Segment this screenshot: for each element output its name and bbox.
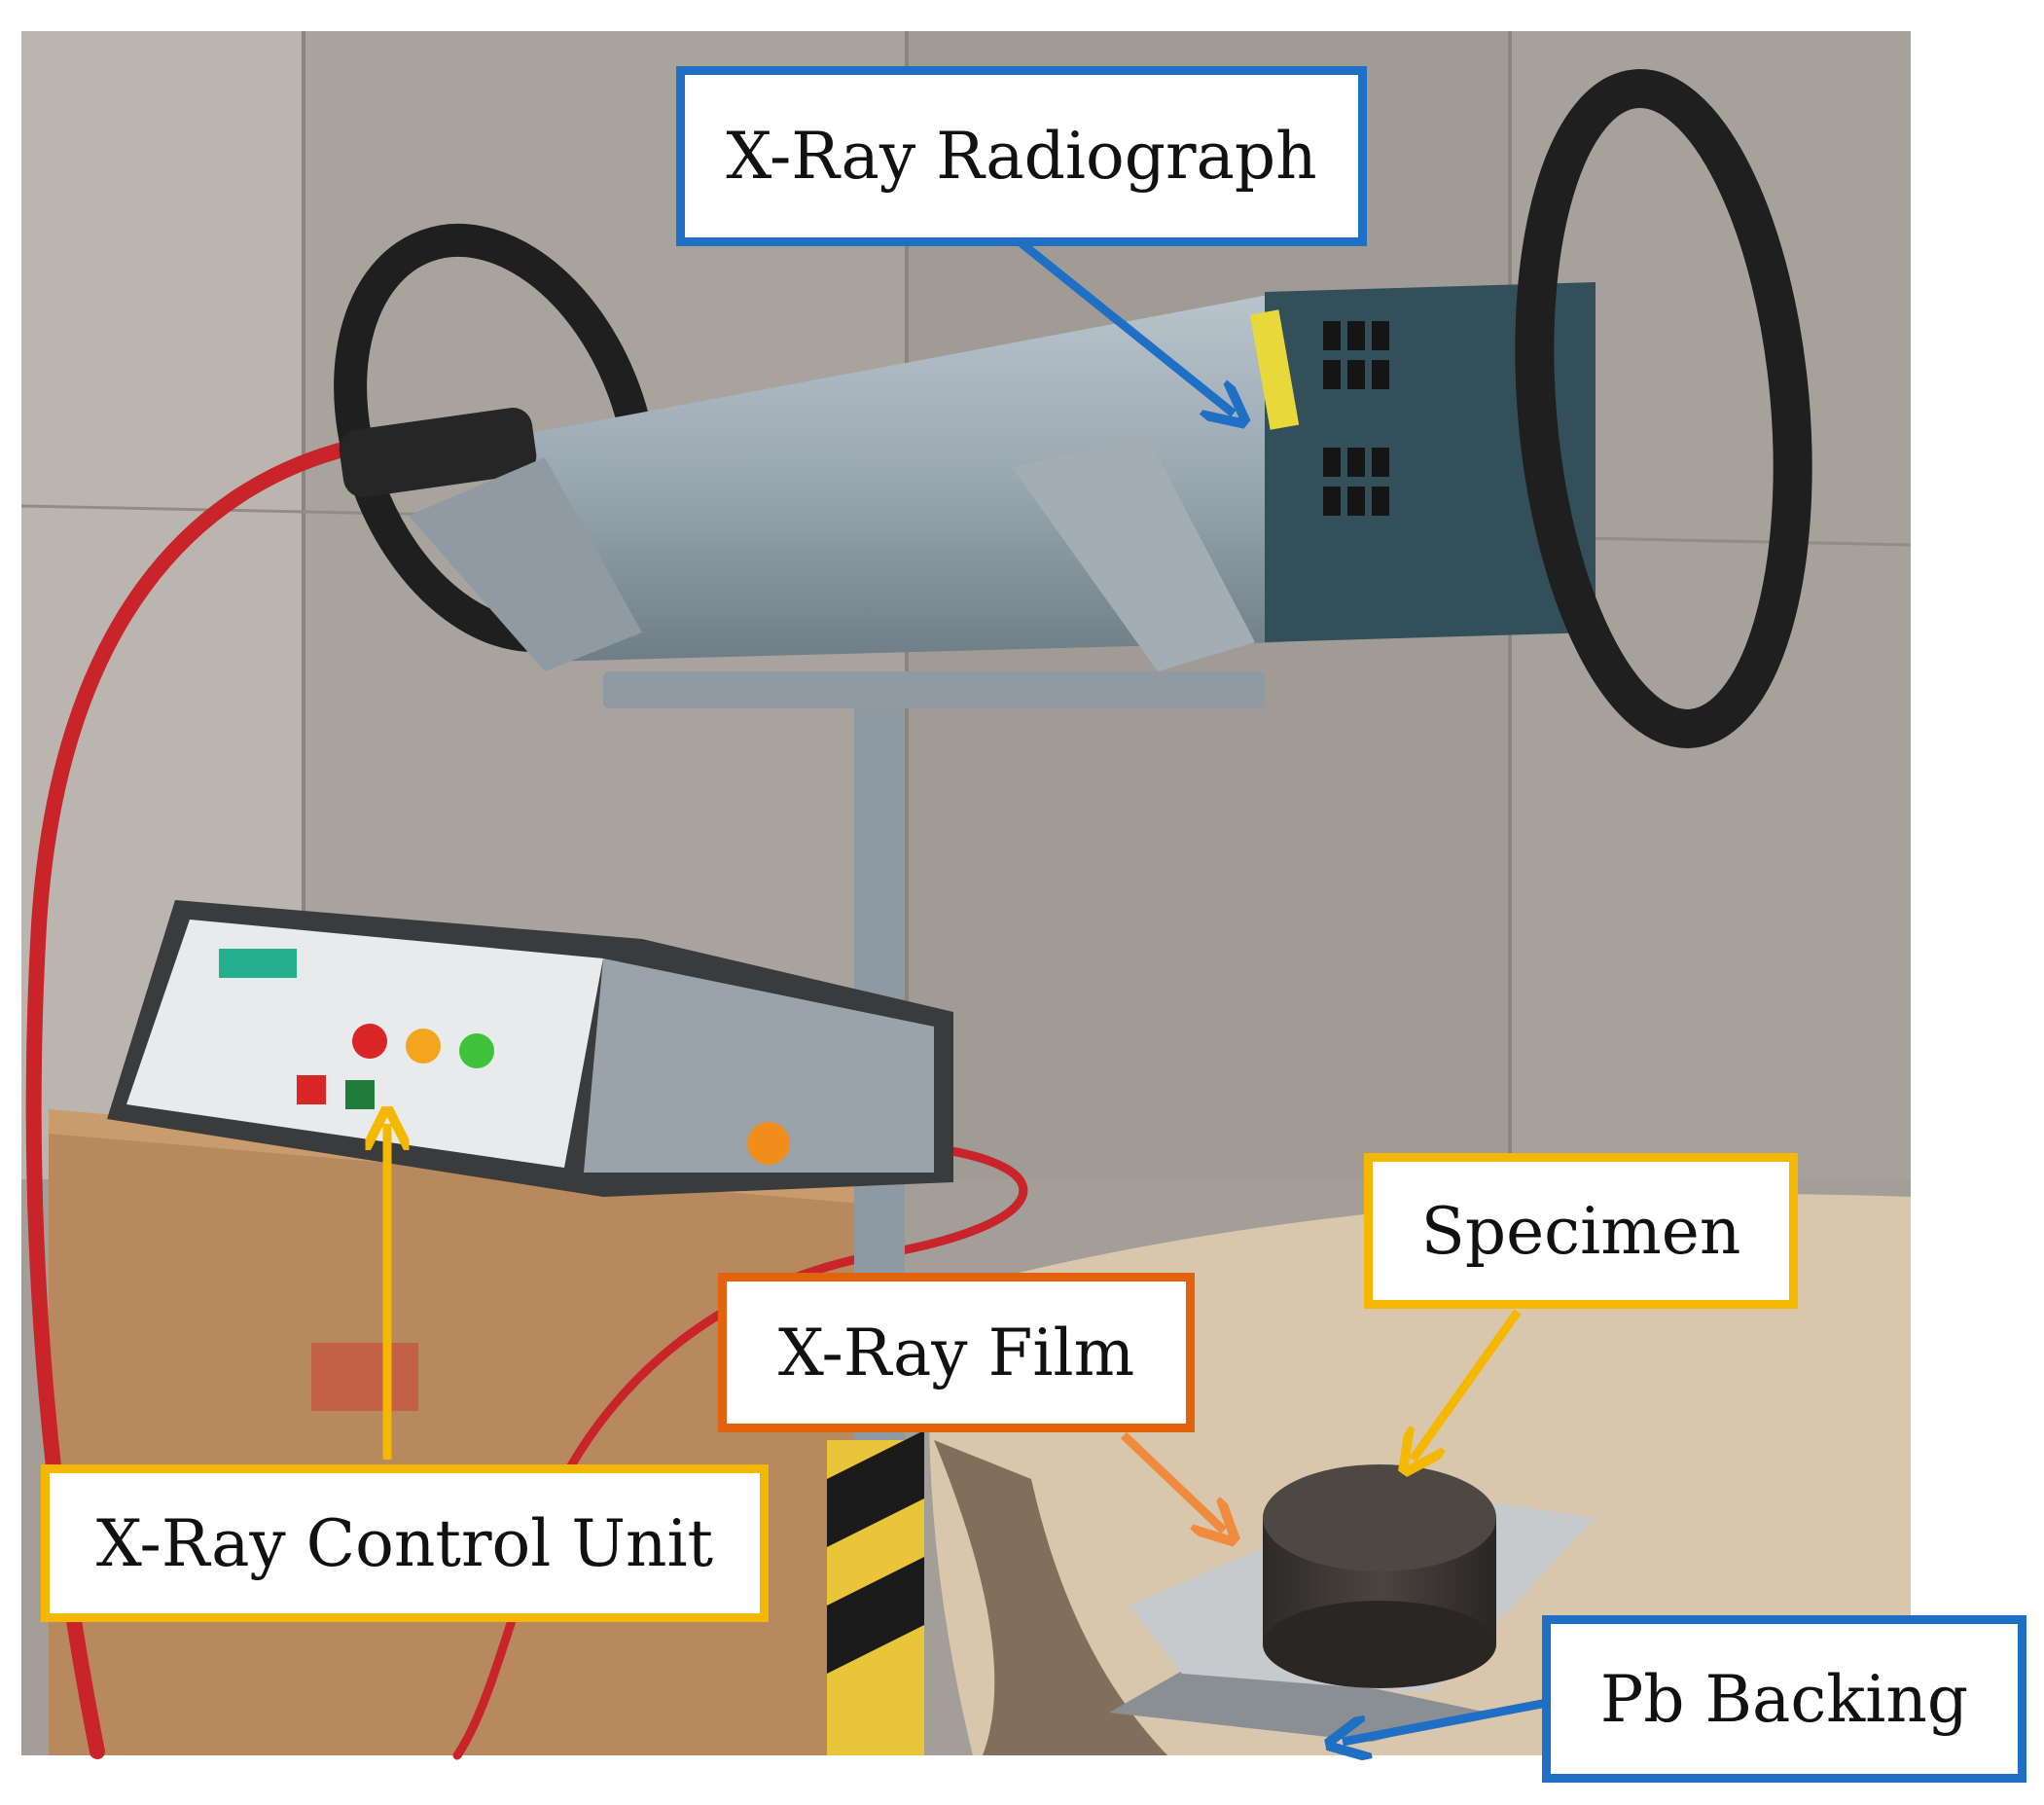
film-assembly xyxy=(1109,1464,1596,1742)
control-unit xyxy=(107,900,953,1197)
label-xray-control-unit: X-Ray Control Unit xyxy=(41,1464,769,1622)
arrow-specimen xyxy=(1413,1309,1522,1460)
label-text: X-Ray Control Unit xyxy=(95,1505,714,1581)
label-text: X-Ray Radiograph xyxy=(726,119,1317,194)
cardboard-box xyxy=(49,1109,895,1755)
yellow-tape xyxy=(1249,309,1300,430)
pb-backing-sheet xyxy=(1109,1654,1488,1742)
label-text: Specimen xyxy=(1420,1193,1741,1269)
label-text: Pb Backing xyxy=(1599,1661,1969,1737)
label-pb-backing: Pb Backing xyxy=(1542,1615,2026,1783)
label-xray-radiograph: X-Ray Radiograph xyxy=(676,66,1367,246)
lcd-display xyxy=(219,949,297,978)
arrow-film xyxy=(1120,1431,1224,1531)
label-xray-film: X-Ray Film xyxy=(718,1273,1195,1432)
xray-tube xyxy=(334,69,1812,748)
arrow-radiograph xyxy=(1019,239,1234,414)
label-specimen: Specimen xyxy=(1364,1153,1798,1309)
label-text: X-Ray Film xyxy=(777,1315,1135,1390)
arrow-backing xyxy=(1343,1698,1548,1742)
